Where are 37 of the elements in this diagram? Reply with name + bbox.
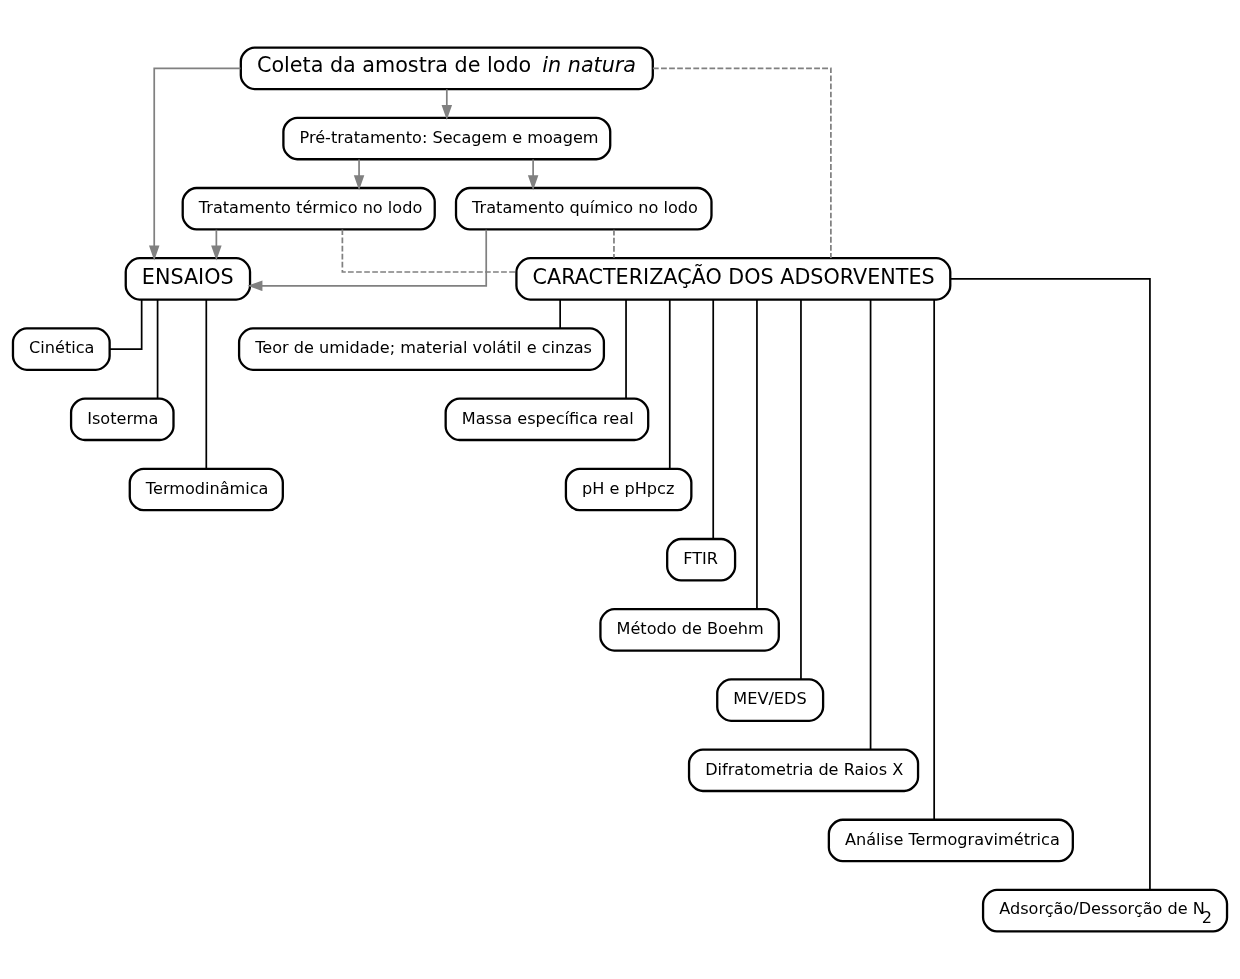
arrow — [247, 228, 488, 292]
node-box: CARACTERIZAÇÃO DOS ADSORVENTES — [515, 257, 952, 301]
node-box: Teor de umidade; material volátil e cinzas — [237, 327, 606, 371]
node-box: Pré-tratamento: Secagem e moagem — [282, 116, 612, 161]
arrow — [441, 88, 453, 121]
node-box: Difratometria de Raios X — [687, 748, 920, 793]
node-box: pH e pHpcz — [564, 467, 693, 512]
connector — [668, 299, 671, 470]
node-box: Termodinâmica — [128, 467, 284, 512]
connector — [869, 298, 872, 751]
connector — [559, 299, 562, 329]
node-box: Massa específica real — [444, 397, 650, 442]
node-box: Cinética — [11, 327, 111, 371]
connector — [800, 298, 802, 680]
arrow — [353, 158, 365, 191]
node-box: MEV/EDS — [716, 678, 825, 722]
connector — [109, 299, 143, 350]
connector — [756, 298, 758, 610]
connector — [205, 299, 208, 470]
connector — [652, 67, 832, 259]
node-box: FTIR — [666, 537, 737, 582]
node-box: Método de Boehm — [599, 608, 780, 652]
arrow — [149, 67, 242, 261]
connector — [625, 298, 627, 400]
connector — [341, 228, 517, 273]
arrow — [527, 158, 539, 191]
node-box: Análise Termogravimétrica — [827, 818, 1074, 863]
node-box: Tratamento químico no lodo — [454, 186, 713, 231]
node-box: ENSAIOS — [124, 257, 252, 301]
connector — [613, 228, 615, 259]
node-box: Coleta da amostra de lodo in natura — [239, 46, 654, 91]
node-box: Isoterma — [69, 397, 175, 442]
connector — [933, 299, 936, 821]
node-box: Tratamento térmico no lodo — [181, 186, 436, 231]
connector — [712, 299, 715, 540]
connector — [949, 278, 1151, 891]
connector — [156, 298, 159, 400]
